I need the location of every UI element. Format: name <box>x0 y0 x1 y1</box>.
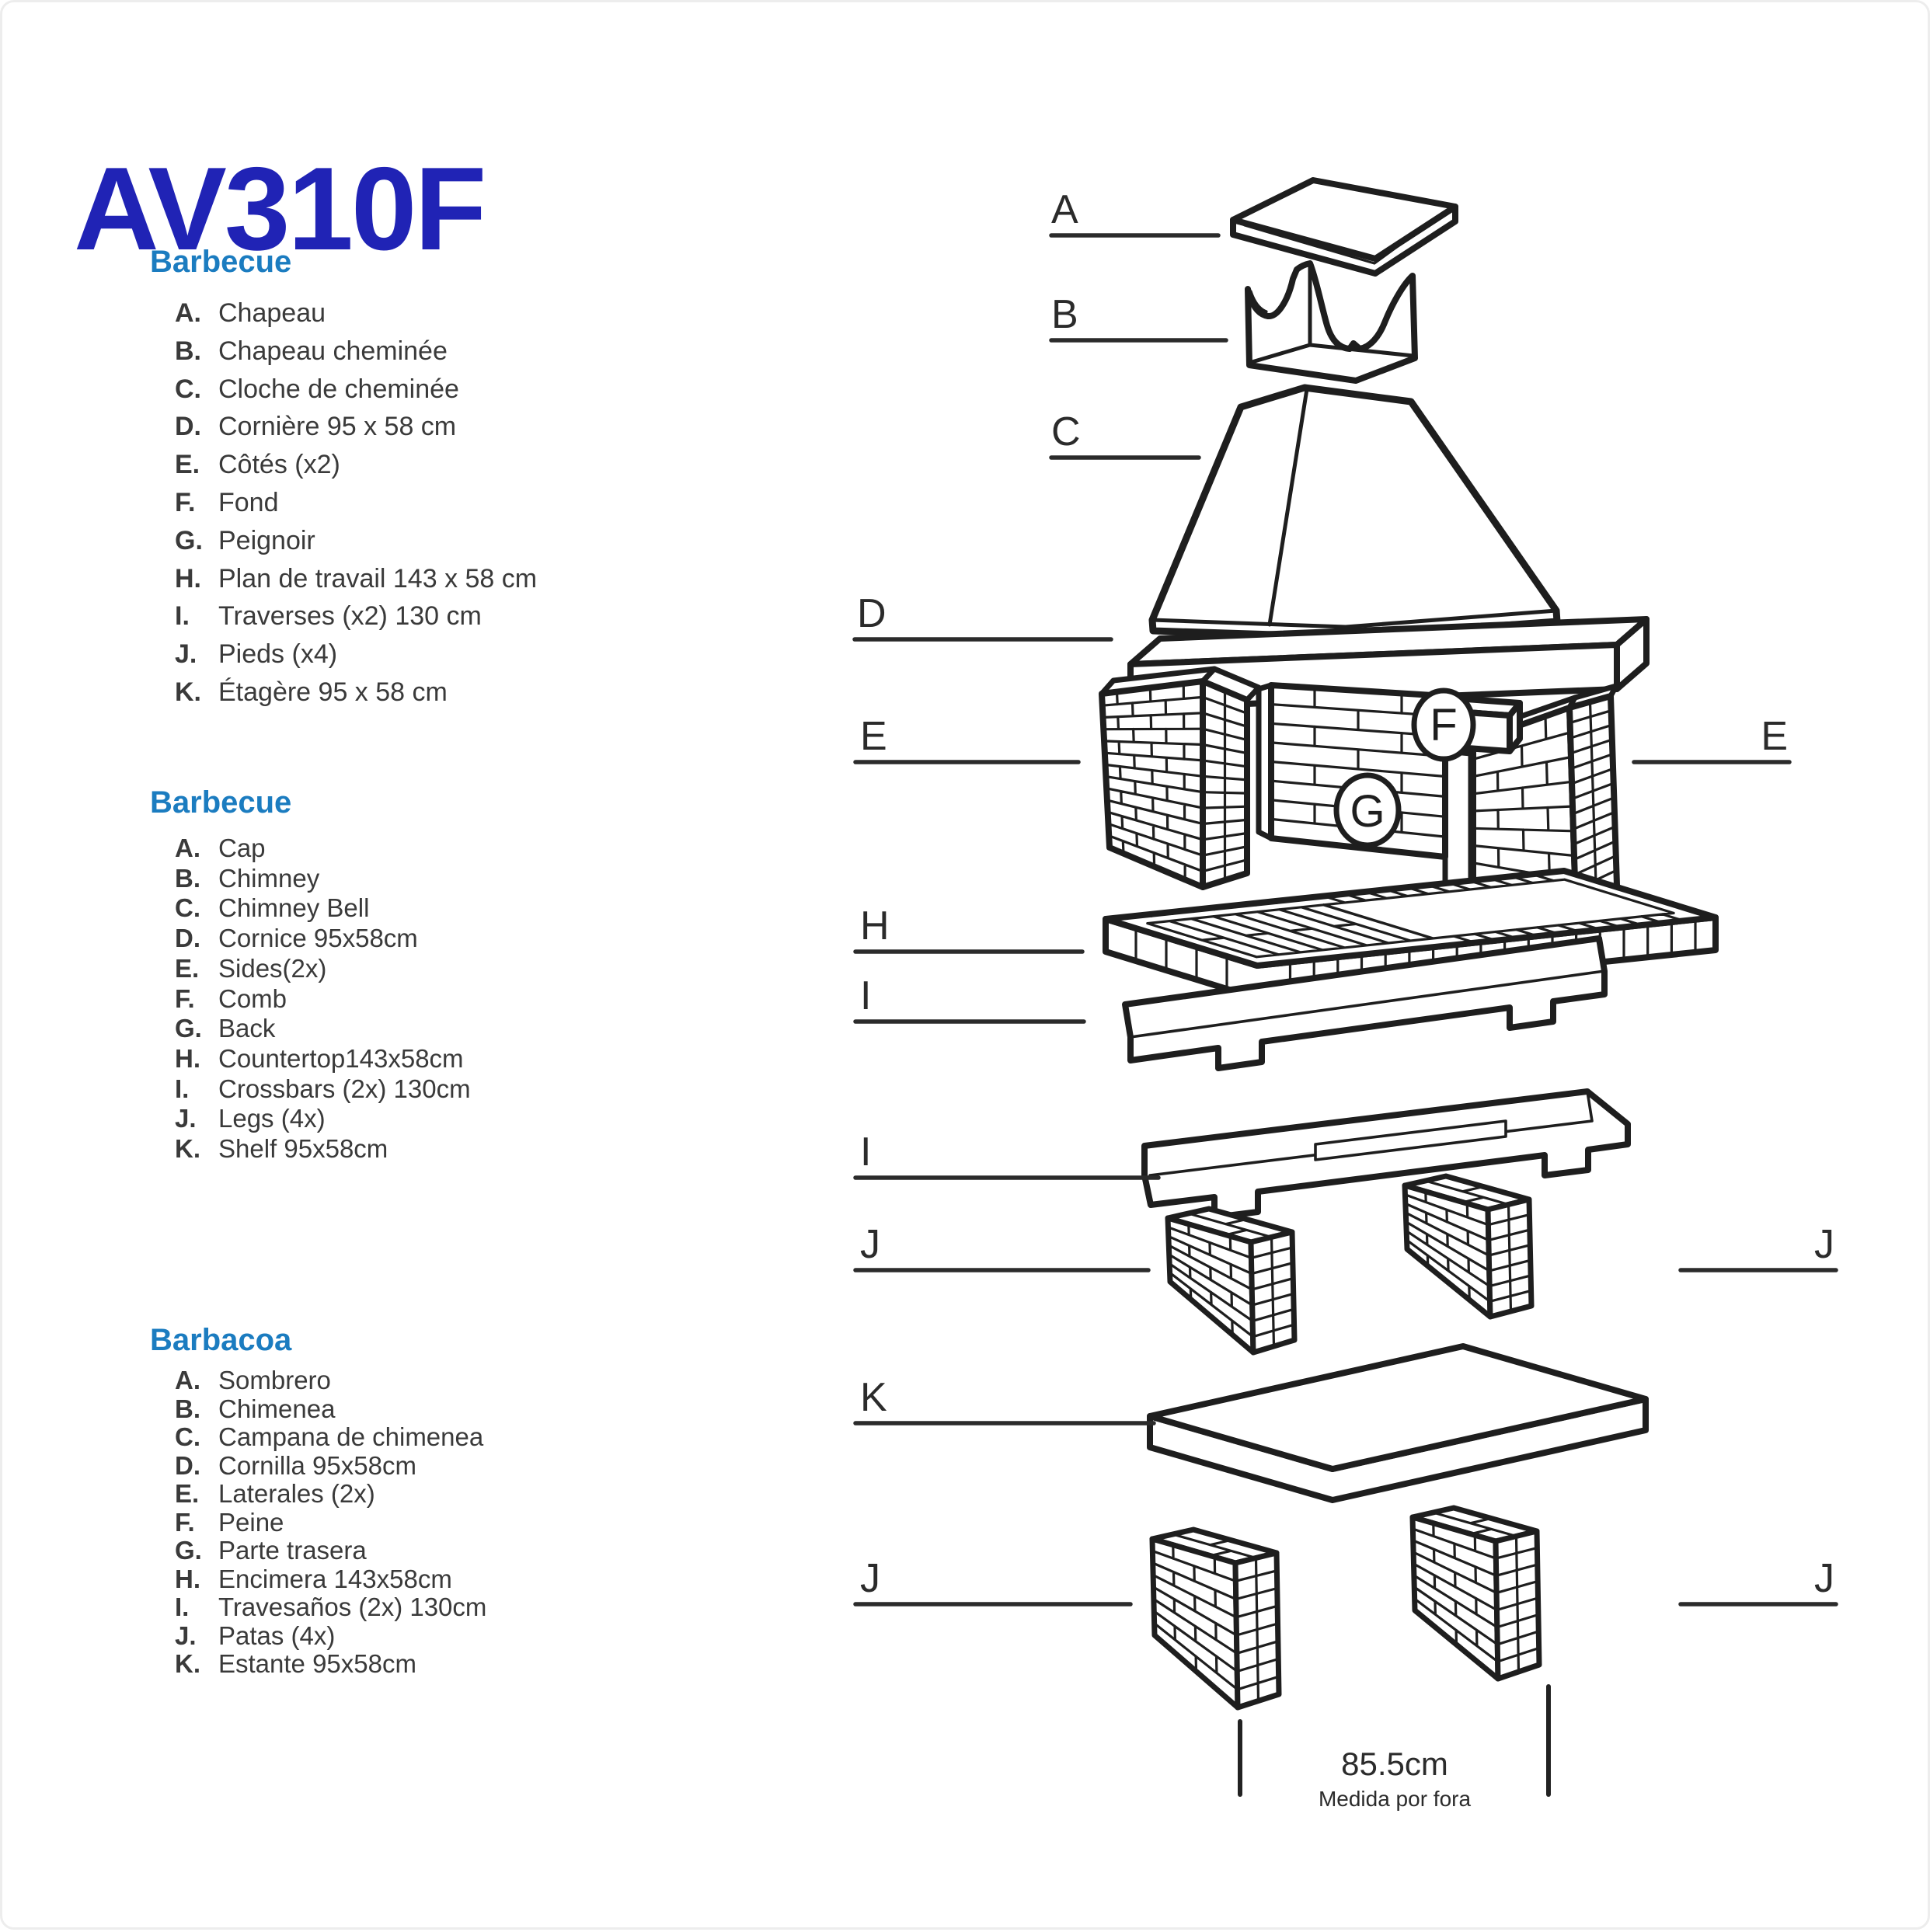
part-item: C.Chimney Bell <box>175 893 370 923</box>
label-oval-f: F <box>1411 688 1476 762</box>
part-item: B.Chapeau cheminée <box>175 336 448 366</box>
part-j-leg-upper-right <box>1402 1173 1535 1320</box>
part-item: B.Chimney <box>175 863 320 893</box>
callout-f: F <box>1430 700 1457 750</box>
part-item: D.Cornice 95x58cm <box>175 924 418 953</box>
part-item: B.Chimenea <box>175 1394 336 1423</box>
callout-h: H <box>860 903 890 949</box>
tile-joints <box>1145 872 1685 959</box>
callout-j-upper-left: J <box>860 1222 880 1267</box>
part-i-crossbar-1 <box>1122 935 1608 1071</box>
callout-e-right: E <box>1761 714 1788 759</box>
part-j-leg-lower-left <box>1149 1526 1282 1711</box>
part-item: D.Cornilla 95x58cm <box>175 1450 416 1480</box>
part-item: A.Sombrero <box>175 1366 331 1394</box>
page-title: AV310F <box>74 142 486 275</box>
section-heading-english: Barbecue <box>150 785 292 820</box>
callout-a: A <box>1051 187 1078 232</box>
brick-detail <box>1472 715 1576 894</box>
part-h-countertop <box>1103 868 1719 1001</box>
part-item: H.Plan de travail 143 x 58 cm <box>175 563 538 594</box>
part-item: E.Sides(2x) <box>175 953 327 983</box>
part-item: K.Shelf 95x58cm <box>175 1134 388 1164</box>
callout-g: G <box>1350 786 1385 837</box>
part-b-chimney <box>1245 260 1418 384</box>
part-item: J.Patas (4x) <box>175 1620 336 1650</box>
part-item: I.Travesaños (2x) 130cm <box>175 1593 487 1621</box>
part-i-crossbar-2 <box>1141 1088 1631 1220</box>
part-item: G.Peignoir <box>175 525 315 555</box>
part-item: I.Crossbars (2x) 130cm <box>175 1074 471 1103</box>
brick-detail <box>1494 1534 1541 1673</box>
brick-detail <box>1486 1203 1533 1313</box>
callout-j-lower-left: J <box>860 1556 880 1601</box>
part-item: H.Countertop143x58cm <box>175 1043 464 1073</box>
section-heading-french: Barbecue <box>150 245 292 279</box>
dimension-value: 85.5cm <box>1341 1746 1448 1782</box>
callouts: A B C D E E H I I J J K J J <box>852 187 1838 1607</box>
brick-detail <box>1166 1223 1255 1338</box>
brick-detail <box>1411 1522 1500 1663</box>
callout-k: K <box>860 1375 887 1420</box>
callout-d: D <box>857 591 887 636</box>
section-heading-spanish: Barbacoa <box>150 1323 292 1357</box>
dimension-note: Medida por fora <box>1319 1787 1472 1811</box>
brick-detail <box>1151 1544 1239 1691</box>
part-item: E.Côtés (x2) <box>175 450 340 480</box>
callout-i-2: I <box>860 1130 871 1175</box>
part-item: F.Peine <box>175 1507 284 1537</box>
part-a-cap <box>1230 177 1458 277</box>
callout-i-1: I <box>860 973 871 1018</box>
dimension-annotation: 85.5cm Medida por fora <box>1238 1684 1551 1811</box>
callout-j-lower-right: J <box>1814 1556 1834 1601</box>
part-item: D.Cornière 95 x 58 cm <box>175 412 457 442</box>
part-item: C.Campana de chimenea <box>175 1422 484 1451</box>
part-item: K.Étagère 95 x 58 cm <box>175 677 448 707</box>
part-item: G.Back <box>175 1014 276 1043</box>
callout-j-upper-right: J <box>1814 1222 1834 1267</box>
part-item: G.Parte trasera <box>175 1536 367 1565</box>
part-c-chimney-bell <box>1148 384 1561 641</box>
part-item: C.Cloche de cheminée <box>175 374 459 404</box>
part-item: E.Laterales (2x) <box>175 1479 375 1508</box>
callout-e-left: E <box>860 714 887 759</box>
label-oval-g: G <box>1333 772 1402 848</box>
part-item: K.Estante 95x58cm <box>175 1649 416 1678</box>
part-j-leg-upper-left <box>1165 1206 1298 1356</box>
brick-detail <box>1201 689 1249 882</box>
brick-detail <box>1403 1190 1492 1303</box>
brick-detail <box>1101 682 1204 881</box>
part-e-side-wall-left <box>1099 666 1262 890</box>
part-item: A.Cap <box>175 834 266 862</box>
callout-c: C <box>1051 409 1081 454</box>
callout-b: B <box>1051 292 1078 337</box>
part-item: H.Encimera 143x58cm <box>175 1564 452 1593</box>
part-item: J.Legs (4x) <box>175 1104 326 1133</box>
part-item: I.Traverses (x2) 130 cm <box>175 601 482 632</box>
part-item: F.Comb <box>175 983 287 1013</box>
part-k-shelf <box>1147 1343 1649 1503</box>
brick-detail <box>1234 1556 1280 1703</box>
part-item: J.Pieds (x4) <box>175 639 338 670</box>
part-item: F.Fond <box>175 487 279 517</box>
part-g-back-wall <box>1256 682 1448 860</box>
brick-detail <box>1249 1235 1296 1348</box>
part-item: A.Chapeau <box>175 298 326 328</box>
part-j-leg-lower-right <box>1409 1505 1542 1682</box>
